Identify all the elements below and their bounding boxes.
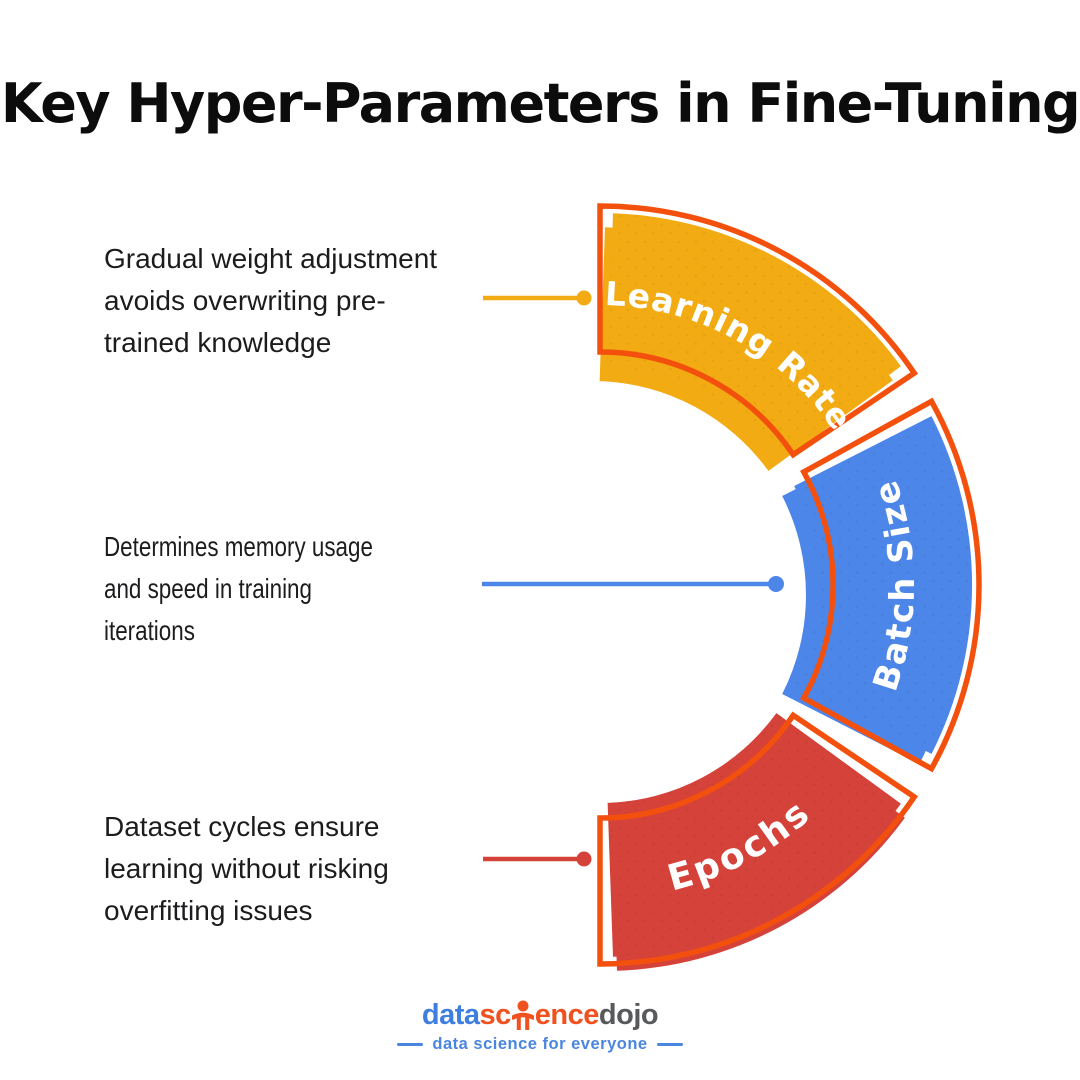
description-line: trained knowledge xyxy=(104,327,332,358)
description-line: Determines memory usage xyxy=(104,531,373,562)
description-batch-size: Determines memory usage and speed in tra… xyxy=(104,526,373,652)
batch-size-connector-dot xyxy=(768,576,784,592)
description-line: overfitting issues xyxy=(104,895,313,926)
logo-text-ence: ence xyxy=(534,999,600,1031)
description-line: iterations xyxy=(104,615,195,646)
batch-size-segment: Batch Size xyxy=(782,397,982,773)
description-line: Dataset cycles ensure xyxy=(104,811,380,842)
learning-rate-segment: Learning Rate xyxy=(597,203,919,471)
batch-size-outline xyxy=(800,397,982,773)
epochs-connector-dot xyxy=(576,851,592,867)
learning-rate-connector-dot xyxy=(576,290,592,306)
tagline-dash-left xyxy=(397,1043,424,1046)
logo-tagline: data science for everyone xyxy=(397,1035,683,1054)
description-line: learning without risking xyxy=(104,853,389,884)
page-title: Key Hyper-Parameters in Fine-Tuning xyxy=(0,72,1080,135)
logo-text-sc: sc xyxy=(479,999,512,1031)
description-learning-rate: Gradual weight adjustment avoids overwri… xyxy=(104,238,437,364)
epochs-outline xyxy=(597,711,919,967)
logo-text-dojo: dojo xyxy=(598,999,659,1031)
epochs-texture xyxy=(607,713,901,957)
description-line: Gradual weight adjustment xyxy=(104,243,438,274)
batch-size-texture xyxy=(794,416,973,754)
description-line: avoids overwriting pre- xyxy=(104,285,386,316)
learning-rate-texture xyxy=(607,213,901,457)
connectors xyxy=(482,290,784,867)
tagline-dash-right xyxy=(656,1043,683,1046)
description-line: and speed in training xyxy=(104,573,312,604)
epochs-segment: Epochs xyxy=(597,711,919,971)
tagline-text: data science for everyone xyxy=(432,1035,648,1053)
description-epochs: Dataset cycles ensure learning without r… xyxy=(104,806,389,932)
logo-text-data: data xyxy=(421,999,480,1031)
torii-gate-icon xyxy=(510,1000,536,1032)
learning-rate-outline xyxy=(597,203,919,459)
